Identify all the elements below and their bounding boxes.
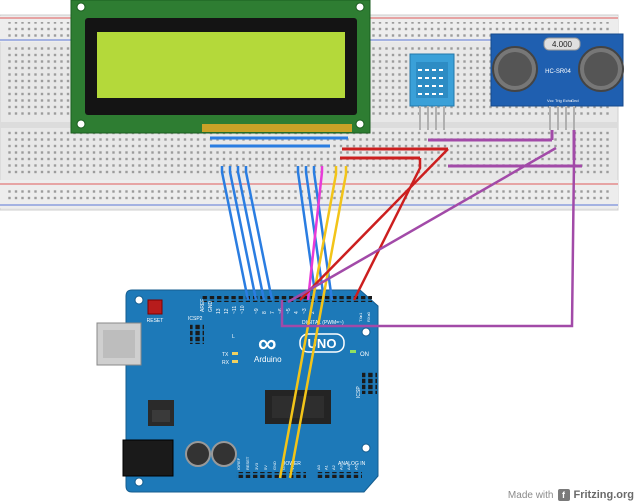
on-label: ON: [360, 352, 369, 358]
wire-yellow-gnd: [288, 166, 348, 479]
digital-pin-label: 2: [310, 311, 316, 314]
arduino-uno-board: RESET ICSP2 L TX RX ON ∞ Arduino UNO ICS…: [96, 289, 379, 493]
analog-pin-label: A0: [316, 464, 321, 470]
analog-pin-label: A4: [346, 464, 351, 470]
wire-blue-d11: [236, 166, 266, 301]
credit-prefix: Made with: [507, 489, 554, 501]
wire-red-d7: [299, 148, 449, 301]
power-pin-label: 5V: [263, 465, 268, 470]
led-rx-label: RX: [222, 360, 230, 366]
wire-purple-trig: [287, 146, 557, 304]
fritzing-credit: Made with f Fritzing.org: [508, 489, 634, 501]
infinity-logo-icon: ∞: [258, 328, 277, 358]
sensor-pin-gnd: Gnd: [571, 98, 579, 103]
analog-header: [316, 472, 362, 478]
digital-label: DIGITAL (PWM=~): [302, 320, 344, 326]
power-pin-label: GND: [272, 461, 277, 470]
brand-label: Arduino: [254, 355, 282, 364]
icsp-label: ICSP: [356, 386, 362, 398]
power-pin-label: RESET: [245, 456, 250, 470]
rx-pin-label: RX◂0: [366, 311, 371, 322]
wire-blue-d4: [304, 166, 326, 301]
analog-pin-label: A2: [331, 464, 336, 470]
icsp2-label: ICSP2: [188, 316, 203, 322]
reset-label: RESET: [147, 318, 164, 324]
led-l-label: L: [232, 334, 235, 340]
wire-blue-d13: [220, 166, 250, 301]
capacitor-right: [211, 441, 237, 467]
crystal-label: 4.000: [552, 40, 573, 49]
digital-pin-label: ~10: [240, 305, 246, 314]
tx-pin-label: TX▸1: [358, 312, 363, 322]
digital-pin-label: ~11: [232, 306, 238, 314]
analog-pin-label: A1: [324, 464, 329, 470]
analog-pin-label: A3: [339, 464, 344, 470]
icsp-header: [362, 372, 377, 394]
wire-magenta: [306, 166, 324, 301]
digital-pin-label: ~9: [254, 308, 260, 314]
wire-blue-d12: [228, 166, 258, 301]
wire-blue-d5: [296, 166, 318, 301]
wire-blue-d10: [244, 166, 274, 301]
capacitor-left: [185, 441, 211, 467]
digital-pin-label: 4: [294, 311, 300, 314]
digital-pin-label: ~5: [286, 308, 292, 314]
wire-blue-d3: [312, 166, 334, 301]
power-pin-label: 3V3: [254, 462, 259, 470]
digital-pin-label: 7: [270, 311, 276, 314]
power-header: [236, 472, 306, 478]
dht11-sensor: [409, 53, 455, 130]
fritzing-logo-icon: f: [557, 489, 570, 501]
lcd-screen: [97, 32, 345, 98]
sensor-pin-vcc: Vcc: [547, 98, 554, 103]
gnd-label: GND: [208, 301, 214, 313]
crystal: [543, 37, 581, 51]
sensor-model-label: HC-SR04: [545, 69, 571, 75]
power-jack: [122, 439, 174, 477]
reset-button[interactable]: [147, 299, 163, 315]
wire-yellow-5v: [278, 166, 338, 479]
sensor-pin-trig: Trig: [555, 98, 562, 103]
wire-purple-echo: [280, 159, 576, 328]
connection-wires: [220, 146, 576, 479]
icsp2-header: [190, 324, 204, 344]
breadboard-jumpers: [210, 130, 582, 168]
led-tx-label: TX: [222, 352, 229, 358]
analog-pin-label: A5: [354, 464, 359, 470]
lcd-display: [70, 0, 371, 134]
aref-label: AREF: [200, 299, 206, 312]
analog-label: ANALOG IN: [338, 461, 366, 467]
ultrasonic-sensor: 4.000 HC-SR04 Vcc Trig Echo Gnd: [490, 33, 624, 130]
wire-red-d2: [352, 158, 422, 301]
digital-pin-label: ~3: [302, 308, 308, 314]
credit-brand: Fritzing.org: [573, 489, 635, 501]
power-pin-label: IOREF: [236, 457, 241, 470]
sensor-pin-echo: Echo: [563, 98, 573, 103]
digital-pin-label: 8: [262, 311, 268, 314]
digital-pin-label: 13: [216, 308, 222, 314]
digital-header-high: [200, 296, 250, 302]
digital-pin-label: 12: [224, 308, 230, 314]
model-label: UNO: [308, 336, 337, 351]
lcd-pin-header: [202, 124, 352, 132]
